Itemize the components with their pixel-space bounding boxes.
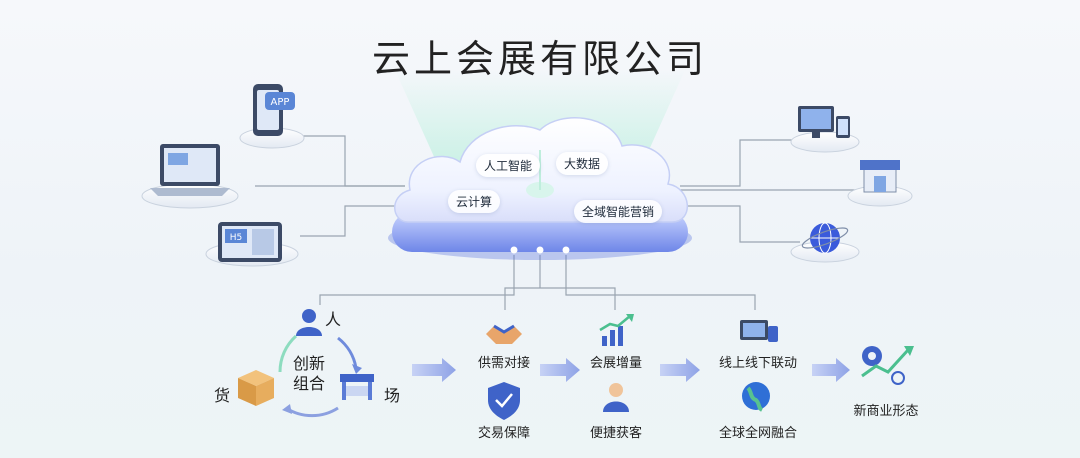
flow-arrows (412, 358, 850, 382)
flow-arrow (412, 358, 456, 382)
label-global-network: 全球全网融合 (718, 426, 798, 441)
package-icon (238, 370, 274, 406)
cycle-label-goods: 货 (213, 386, 231, 405)
label-exhibition-increment: 会展增量 (589, 356, 643, 371)
phone-app-device: APP (239, 84, 305, 149)
cloud-label-ai: 人工智能 (476, 154, 541, 177)
person-icon (296, 309, 322, 336)
cycle-label-venue: 场 (383, 386, 401, 405)
flow-arrow (812, 358, 850, 382)
gear-growth-icon (861, 346, 914, 385)
h5-badge-text: H5 (230, 233, 243, 243)
online-offline-devices-icon (740, 320, 778, 342)
flow-arrow (540, 358, 580, 382)
flow-arrow (660, 358, 700, 382)
cycle-center-line1: 创新 (292, 354, 326, 373)
cycle-center-label: 创新 组合 (293, 354, 325, 394)
cloud-light-dot (562, 246, 570, 254)
label-new-business-form: 新商业形态 (853, 404, 919, 419)
globe-icon (790, 222, 860, 263)
connector-lines (255, 135, 855, 310)
app-badge-text: APP (271, 97, 290, 108)
cloud-light-dot (536, 246, 544, 254)
cycle-center-line2: 组合 (292, 374, 326, 393)
cloud-label-smart-marketing: 全域智能营销 (574, 200, 663, 223)
innovation-cycle (278, 334, 362, 418)
cloud-light-dot (510, 246, 518, 254)
handshake-icon (486, 324, 522, 344)
label-trade-guarantee: 交易保障 (477, 426, 531, 441)
venue-booth-icon (340, 374, 374, 400)
label-supply-demand: 供需对接 (477, 356, 531, 371)
cloud-label-cloud-computing: 云计算 (448, 190, 501, 213)
cloud-label-big-data: 大数据 (556, 152, 609, 175)
app-badge (265, 92, 295, 110)
label-easy-acquisition: 便捷获客 (589, 426, 643, 441)
customer-avatar-icon (603, 383, 629, 412)
desktop-monitor-icon (790, 106, 860, 153)
globe-network-icon (742, 382, 770, 412)
page-title: 云上会展有限公司 (371, 37, 708, 81)
growth-chart-icon (599, 314, 634, 346)
storefront-icon (847, 160, 913, 207)
label-online-offline: 线上线下联动 (718, 356, 798, 371)
cycle-label-person: 人 (324, 310, 342, 329)
tablet-h5-device: H5 (205, 222, 299, 267)
laptop-device (141, 144, 239, 209)
shield-check-icon (488, 382, 520, 420)
